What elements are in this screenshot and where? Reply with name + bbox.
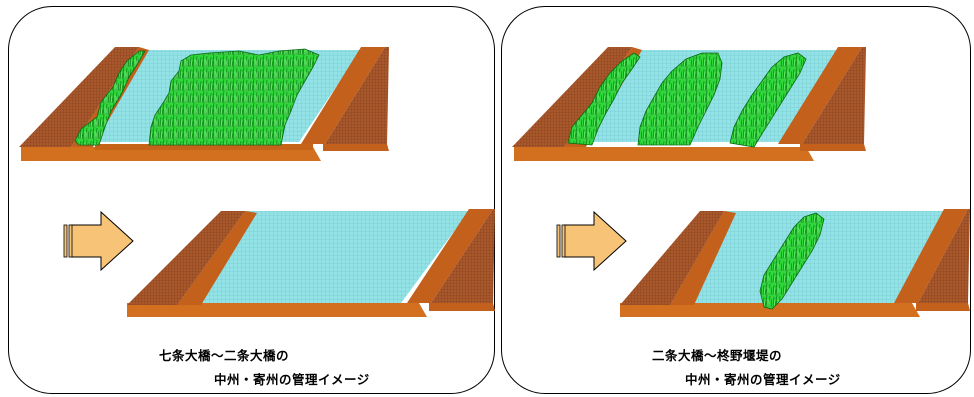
transition-arrow-right [556,210,627,272]
river-scene-right [512,47,970,317]
vegetation-sandbar-left [148,48,320,146]
river-after-right [620,209,970,317]
caption-line2-right: 中州・寄州の管理イメージ [685,372,841,387]
caption-line1-right: 二条大橋～柊野堰堤の [652,348,783,363]
vegetation-sandbar-remaining [759,212,825,310]
transition-arrow-left [63,210,134,272]
river-before-right [512,47,866,161]
panel-left: 七条大橋～二条大橋の 中州・寄州の管理イメージ [8,6,495,394]
river-after-left [127,209,495,317]
river-before-left [19,47,389,161]
bank-right [325,47,389,144]
vegetation-sandbar-middle [637,52,723,146]
bank-left [19,47,139,147]
vegetation-strip-right-bank [729,52,807,148]
vegetation-strip-left-bank [567,52,641,146]
river-scene-left [19,47,495,317]
caption-line1-left: 七条大橋～二条大橋の [159,348,290,363]
panel-right: 二条大橋～柊野堰堤の 中州・寄州の管理イメージ [501,6,971,394]
vegetation-strip-left [74,50,146,146]
caption-line2-left: 中州・寄州の管理イメージ [214,372,370,387]
